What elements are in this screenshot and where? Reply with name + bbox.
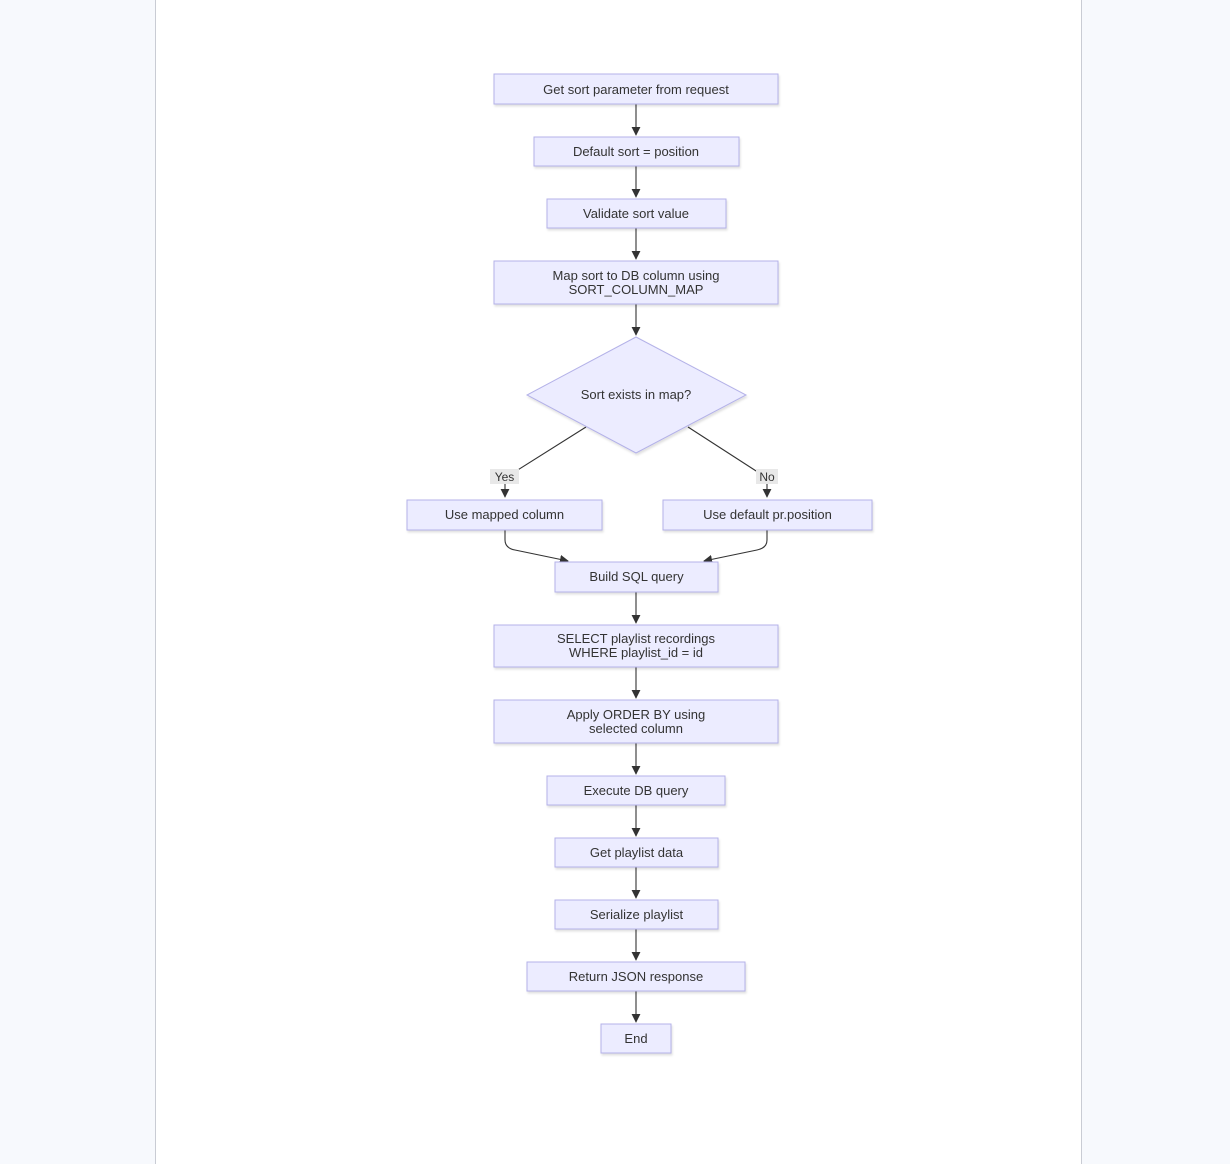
edge-label-yes-text: Yes <box>495 470 515 484</box>
node-map-sort: Map sort to DB column using SORT_COLUMN_… <box>493 260 779 305</box>
edge-label-yes: Yes <box>490 469 519 484</box>
node-serialize-label: Serialize playlist <box>590 907 684 922</box>
node-map-sort-line1: Map sort to DB column using <box>553 268 720 283</box>
node-default-sort-label: Default sort = position <box>573 144 699 159</box>
node-get-data-label: Get playlist data <box>590 845 684 860</box>
node-execute: Execute DB query <box>546 775 726 806</box>
node-order-by: Apply ORDER BY using selected column <box>493 699 779 744</box>
node-get-sort: Get sort parameter from request <box>493 73 779 105</box>
node-select-line2: WHERE playlist_id = id <box>569 645 703 660</box>
edges <box>500 104 772 1023</box>
node-validate-label: Validate sort value <box>583 206 689 221</box>
edge-decision-yes <box>500 426 587 498</box>
node-decision-label: Sort exists in map? <box>581 387 692 402</box>
edge-decision-no <box>687 426 772 498</box>
node-order-by-line1: Apply ORDER BY using <box>567 707 706 722</box>
node-get-data: Get playlist data <box>554 837 719 868</box>
node-order-by-line2: selected column <box>589 721 683 736</box>
node-end: End <box>600 1023 672 1054</box>
node-return-json: Return JSON response <box>526 961 746 992</box>
node-get-sort-label: Get sort parameter from request <box>543 82 729 97</box>
edge-default-to-build <box>703 530 768 564</box>
node-use-mapped: Use mapped column <box>406 499 603 531</box>
node-use-default-label: Use default pr.position <box>703 507 832 522</box>
node-validate: Validate sort value <box>546 198 727 229</box>
node-select: SELECT playlist recordings WHERE playlis… <box>493 624 779 668</box>
node-use-mapped-label: Use mapped column <box>445 507 564 522</box>
node-default-sort: Default sort = position <box>533 136 740 167</box>
node-decision: Sort exists in map? <box>525 336 748 454</box>
node-select-line1: SELECT playlist recordings <box>557 631 715 646</box>
node-return-json-label: Return JSON response <box>569 969 703 984</box>
node-map-sort-line2: SORT_COLUMN_MAP <box>569 282 704 297</box>
node-end-label: End <box>624 1031 647 1046</box>
node-use-default: Use default pr.position <box>662 499 873 531</box>
node-execute-label: Execute DB query <box>584 783 689 798</box>
node-serialize: Serialize playlist <box>554 899 719 930</box>
edge-mapped-to-build <box>504 530 569 564</box>
edge-label-no: No <box>756 469 778 484</box>
edge-label-no-text: No <box>759 470 775 484</box>
node-build-sql: Build SQL query <box>554 561 719 593</box>
node-build-sql-label: Build SQL query <box>589 569 684 584</box>
